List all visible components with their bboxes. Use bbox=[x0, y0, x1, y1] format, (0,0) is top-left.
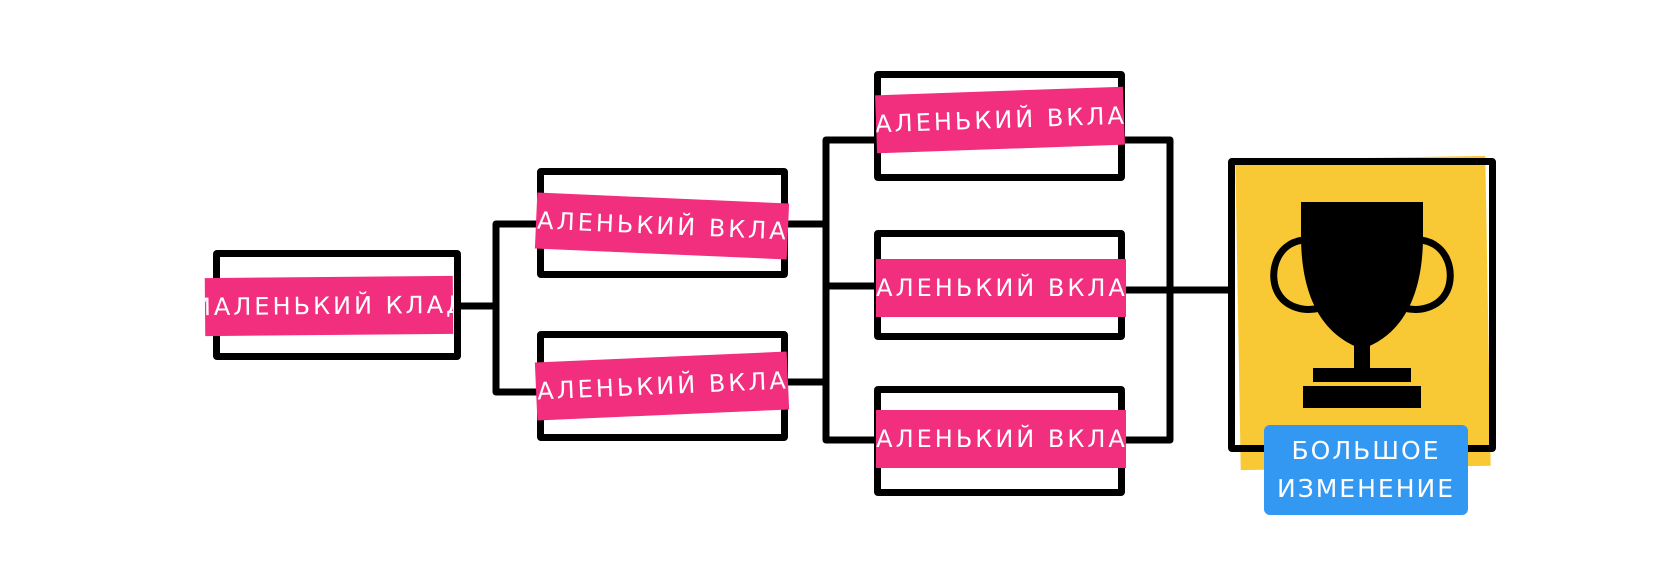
result-label: БОЛЬШОЕ ИЗМЕНЕНИЕ bbox=[1264, 425, 1468, 515]
connector-1-to-2 bbox=[454, 220, 544, 396]
connector-2-to-3 bbox=[781, 136, 880, 444]
contribution-label-6: МАЛЕНЬКИЙ ВКЛАД bbox=[876, 410, 1126, 468]
contribution-label-3: МАЛЕНЬКИЙ ВКЛАД bbox=[534, 351, 790, 421]
connector-3-to-result bbox=[1118, 136, 1232, 444]
result-line-1: БОЛЬШОЕ bbox=[1291, 436, 1441, 465]
trophy-icon bbox=[1270, 202, 1454, 408]
contribution-label-4: МАЛЕНЬКИЙ ВКЛАД bbox=[875, 86, 1125, 154]
result-line-2: ИЗМЕНЕНИЕ bbox=[1277, 474, 1455, 503]
contribution-label-1: МАЛЕНЬКИЙ КЛАД bbox=[204, 275, 454, 337]
contribution-label-5: МАЛЕНЬКИЙ ВКЛАД bbox=[876, 259, 1126, 317]
contribution-label-2: МАЛЕНЬКИЙ ВКЛАД bbox=[534, 192, 790, 260]
